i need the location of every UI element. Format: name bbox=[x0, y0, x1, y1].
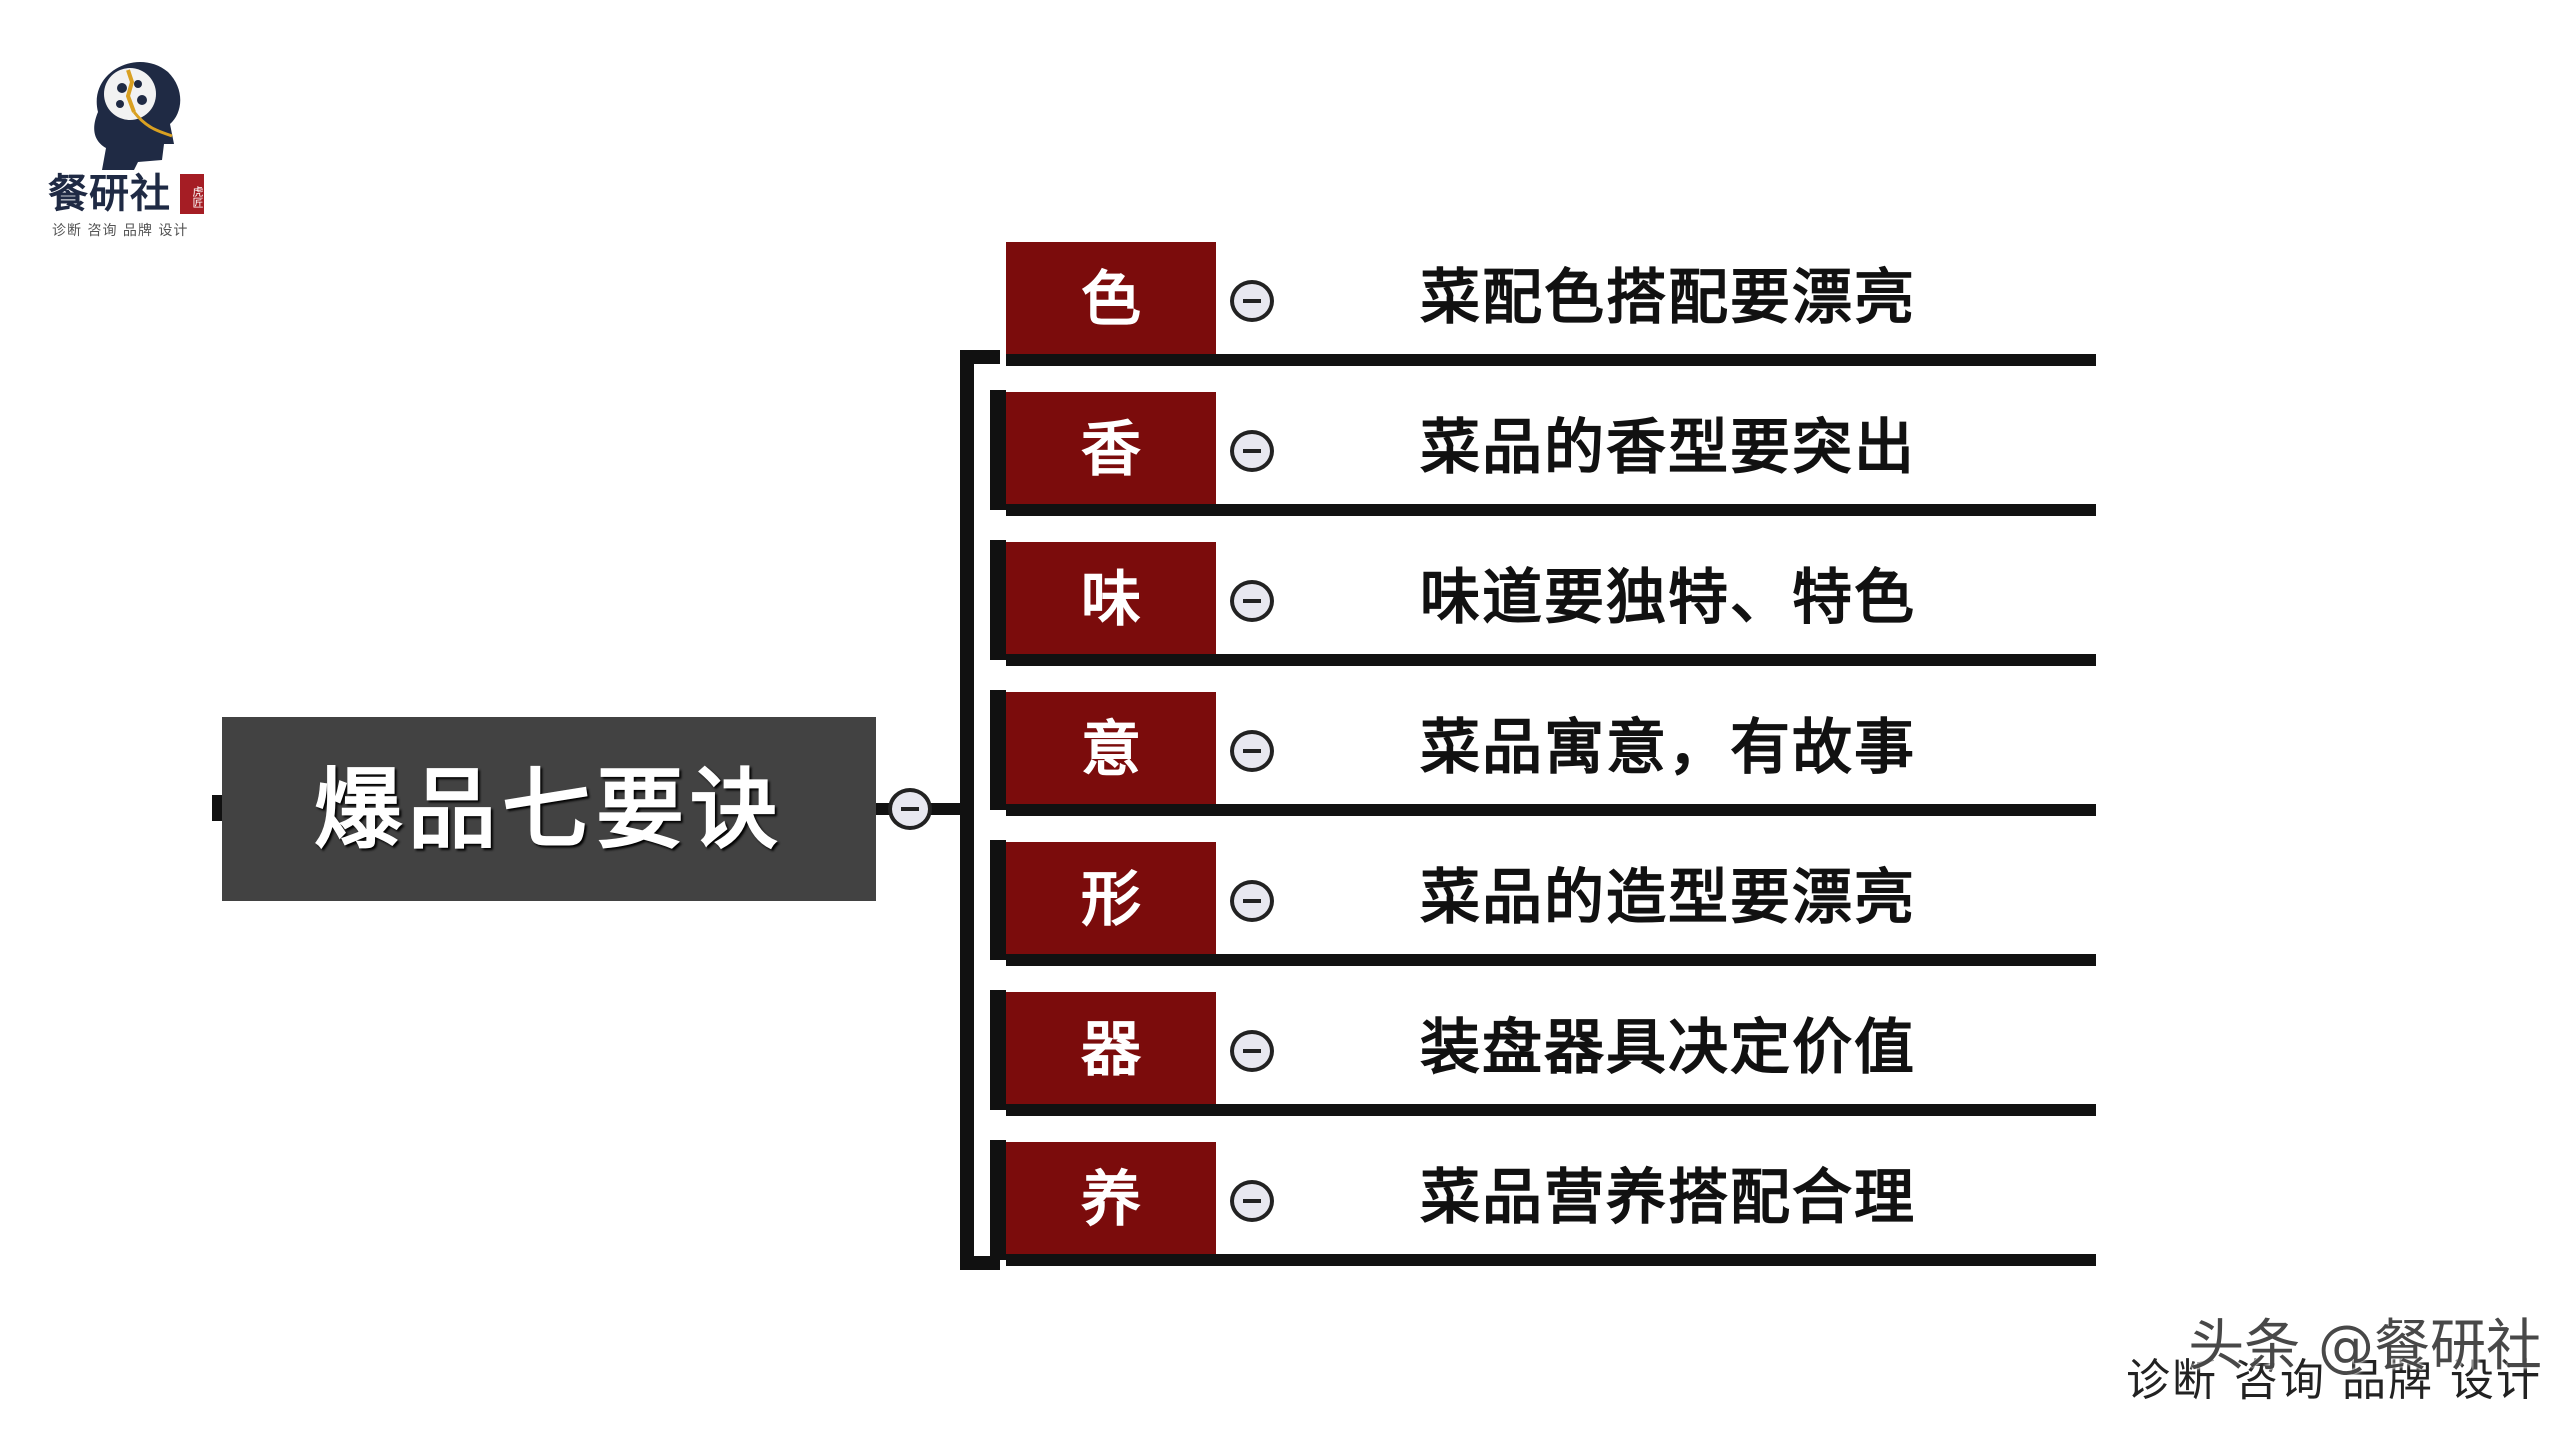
branch-underline bbox=[1006, 1104, 2096, 1116]
branch-left-tick bbox=[990, 390, 1006, 510]
branch-left-tick bbox=[990, 690, 1006, 810]
branch-text: 味道要独特、特色 bbox=[1420, 563, 1916, 633]
branch-item[interactable]: 养 菜品营养搭配合理 bbox=[990, 1140, 2100, 1266]
branch-key: 香 bbox=[1006, 392, 1216, 508]
logo-subtitle: 诊断 咨询 品牌 设计 bbox=[52, 223, 189, 239]
branch-text: 菜品的香型要突出 bbox=[1420, 413, 1916, 483]
minus-circle-icon[interactable] bbox=[1230, 430, 1274, 472]
root-collapse-icon[interactable] bbox=[888, 788, 932, 830]
minus-circle-icon[interactable] bbox=[1230, 730, 1274, 772]
branch-item[interactable]: 形 菜品的造型要漂亮 bbox=[990, 840, 2100, 966]
minus-circle-icon[interactable] bbox=[1230, 1030, 1274, 1072]
branch-left-tick bbox=[990, 840, 1006, 960]
branch-key: 色 bbox=[1006, 242, 1216, 358]
branch-key: 味 bbox=[1006, 542, 1216, 658]
branch-text: 菜配色搭配要漂亮 bbox=[1420, 263, 1916, 333]
branch-underline bbox=[1006, 954, 2096, 966]
watermark-subtitle: 诊断 咨询 品牌 设计 bbox=[2126, 1355, 2542, 1406]
branch-key: 养 bbox=[1006, 1142, 1216, 1258]
branch-text: 菜品的造型要漂亮 bbox=[1420, 863, 1916, 933]
branch-underline bbox=[1006, 1254, 2096, 1266]
branch-trunk-line bbox=[960, 350, 1004, 1270]
branch-item[interactable]: 香 菜品的香型要突出 bbox=[990, 390, 2100, 516]
branch-item[interactable]: 味 味道要独特、特色 bbox=[990, 540, 2100, 666]
branch-underline bbox=[1006, 504, 2096, 516]
root-title: 爆品七要诀 bbox=[313, 757, 784, 861]
branch-underline bbox=[1006, 354, 2096, 366]
branch-text: 装盘器具决定价值 bbox=[1420, 1013, 1916, 1083]
trunk-top-cap bbox=[960, 350, 1000, 364]
watermark: 诊断 咨询 品牌 设计 头条 @餐研社 bbox=[1982, 1288, 2542, 1408]
branch-item[interactable]: 色 菜配色搭配要漂亮 bbox=[990, 240, 2100, 366]
branch-text: 菜品营养搭配合理 bbox=[1420, 1163, 1916, 1233]
brand-logo: 餐研社 虎匠 诊断 咨询 品牌 设计 bbox=[48, 52, 218, 242]
logo-stamp: 虎匠 bbox=[180, 174, 204, 214]
minus-circle-icon[interactable] bbox=[1230, 580, 1274, 622]
brain-head-icon bbox=[94, 61, 181, 170]
branch-item[interactable]: 意 菜品寓意，有故事 bbox=[990, 690, 2100, 816]
branch-left-tick bbox=[990, 540, 1006, 660]
minus-circle-icon[interactable] bbox=[1230, 280, 1274, 322]
branch-text: 菜品寓意，有故事 bbox=[1420, 713, 1916, 783]
minus-circle-icon[interactable] bbox=[1230, 1180, 1274, 1222]
branch-key: 器 bbox=[1006, 992, 1216, 1108]
branch-key: 形 bbox=[1006, 842, 1216, 958]
root-node[interactable]: 爆品七要诀 bbox=[222, 717, 876, 901]
branch-left-tick bbox=[990, 1140, 1006, 1260]
branch-key: 意 bbox=[1006, 692, 1216, 808]
branch-item[interactable]: 器 装盘器具决定价值 bbox=[990, 990, 2100, 1116]
branch-underline bbox=[1006, 654, 2096, 666]
watermark-main: 头条 @餐研社 bbox=[2188, 1314, 2542, 1379]
logo-title: 餐研社 bbox=[48, 171, 171, 217]
branch-underline bbox=[1006, 804, 2096, 816]
minus-circle-icon[interactable] bbox=[1230, 880, 1274, 922]
branch-left-tick bbox=[990, 990, 1006, 1110]
